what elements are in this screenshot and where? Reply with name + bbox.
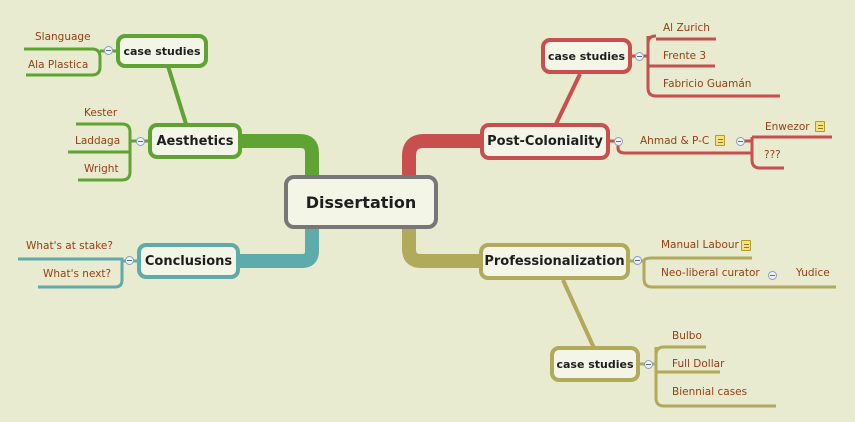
root-label: Dissertation <box>305 192 417 212</box>
trunk-professional <box>402 228 480 268</box>
leaf-whats-at-stake[interactable]: What's at stake? <box>26 240 113 252</box>
link-professional-case-studies <box>561 279 596 349</box>
root-node-dissertation[interactable]: Dissertation <box>284 175 438 229</box>
link-aesthetics-case-studies <box>166 65 188 125</box>
collapse-toggle-icon[interactable] <box>736 137 745 146</box>
topic-conclusions[interactable]: Conclusions <box>137 243 240 279</box>
leaf-slanguage[interactable]: Slanguage <box>35 31 91 43</box>
collapse-toggle-icon[interactable] <box>614 137 623 146</box>
collapse-toggle-icon[interactable] <box>104 46 113 55</box>
collapse-toggle-icon[interactable] <box>768 271 777 280</box>
leaf-biennial-cases[interactable]: Biennial cases <box>672 386 748 398</box>
note-icon[interactable] <box>741 240 751 251</box>
leaf-ahmad-pc[interactable]: Ahmad & P-C <box>640 135 710 147</box>
leaf-full-dollar[interactable]: Full Dollar <box>672 358 725 370</box>
postcolonial-case-studies-node[interactable]: case studies <box>541 38 632 74</box>
leaf-wright[interactable]: Wright <box>84 163 119 175</box>
collapse-toggle-icon[interactable] <box>633 256 642 265</box>
collapse-toggle-icon[interactable] <box>125 256 134 265</box>
link-ahmad-leaves <box>750 135 832 170</box>
topic-aesthetics[interactable]: Aesthetics <box>148 123 242 159</box>
topic-aesthetics-label: Aesthetics <box>156 133 234 149</box>
leaf-neoliberal-curator[interactable]: Neo-liberal curator <box>661 267 760 279</box>
topic-postcolonial[interactable]: Post-Coloniality <box>480 123 610 160</box>
leaf-manual-labour[interactable]: Manual Labour <box>661 239 739 251</box>
topic-postcolonial-label: Post-Coloniality <box>487 134 603 149</box>
trunk-conclusions <box>240 228 319 268</box>
trunk-aesthetics <box>242 134 319 176</box>
note-icon[interactable] <box>815 121 825 132</box>
leaf-kester[interactable]: Kester <box>84 107 118 119</box>
trunk-postcolonial <box>402 134 482 176</box>
leaf-question-marks[interactable]: ??? <box>764 149 781 161</box>
professional-case-studies-label: case studies <box>556 357 634 371</box>
postcolonial-case-studies-label: case studies <box>547 49 626 63</box>
leaf-laddaga[interactable]: Laddaga <box>75 135 121 147</box>
leaf-fabricio-guaman[interactable]: Fabricio Guamán <box>663 78 752 90</box>
note-icon[interactable] <box>715 135 725 146</box>
topic-professionalization[interactable]: Professionalization <box>479 243 630 280</box>
topic-professionalization-label: Professionalization <box>484 254 625 269</box>
leaf-yudice[interactable]: Yudice <box>796 267 830 279</box>
leaf-bulbo[interactable]: Bulbo <box>672 330 702 342</box>
link-postcolonial-case-studies <box>554 73 582 125</box>
collapse-toggle-icon[interactable] <box>644 360 653 369</box>
leaf-ala-plastica[interactable]: Ala Plastica <box>28 59 89 71</box>
aesthetics-case-studies-label: case studies <box>123 44 201 58</box>
collapse-toggle-icon[interactable] <box>635 52 644 61</box>
leaf-whats-next[interactable]: What's next? <box>43 268 112 280</box>
aesthetics-case-studies-node[interactable]: case studies <box>116 34 208 68</box>
topic-conclusions-label: Conclusions <box>144 253 233 269</box>
leaf-al-zurich[interactable]: Al Zurich <box>663 22 710 34</box>
professional-case-studies-node[interactable]: case studies <box>550 346 640 382</box>
leaf-enwezor[interactable]: Enwezor <box>765 121 810 133</box>
collapse-toggle-icon[interactable] <box>136 137 145 146</box>
leaf-frente-3[interactable]: Frente 3 <box>663 50 707 62</box>
